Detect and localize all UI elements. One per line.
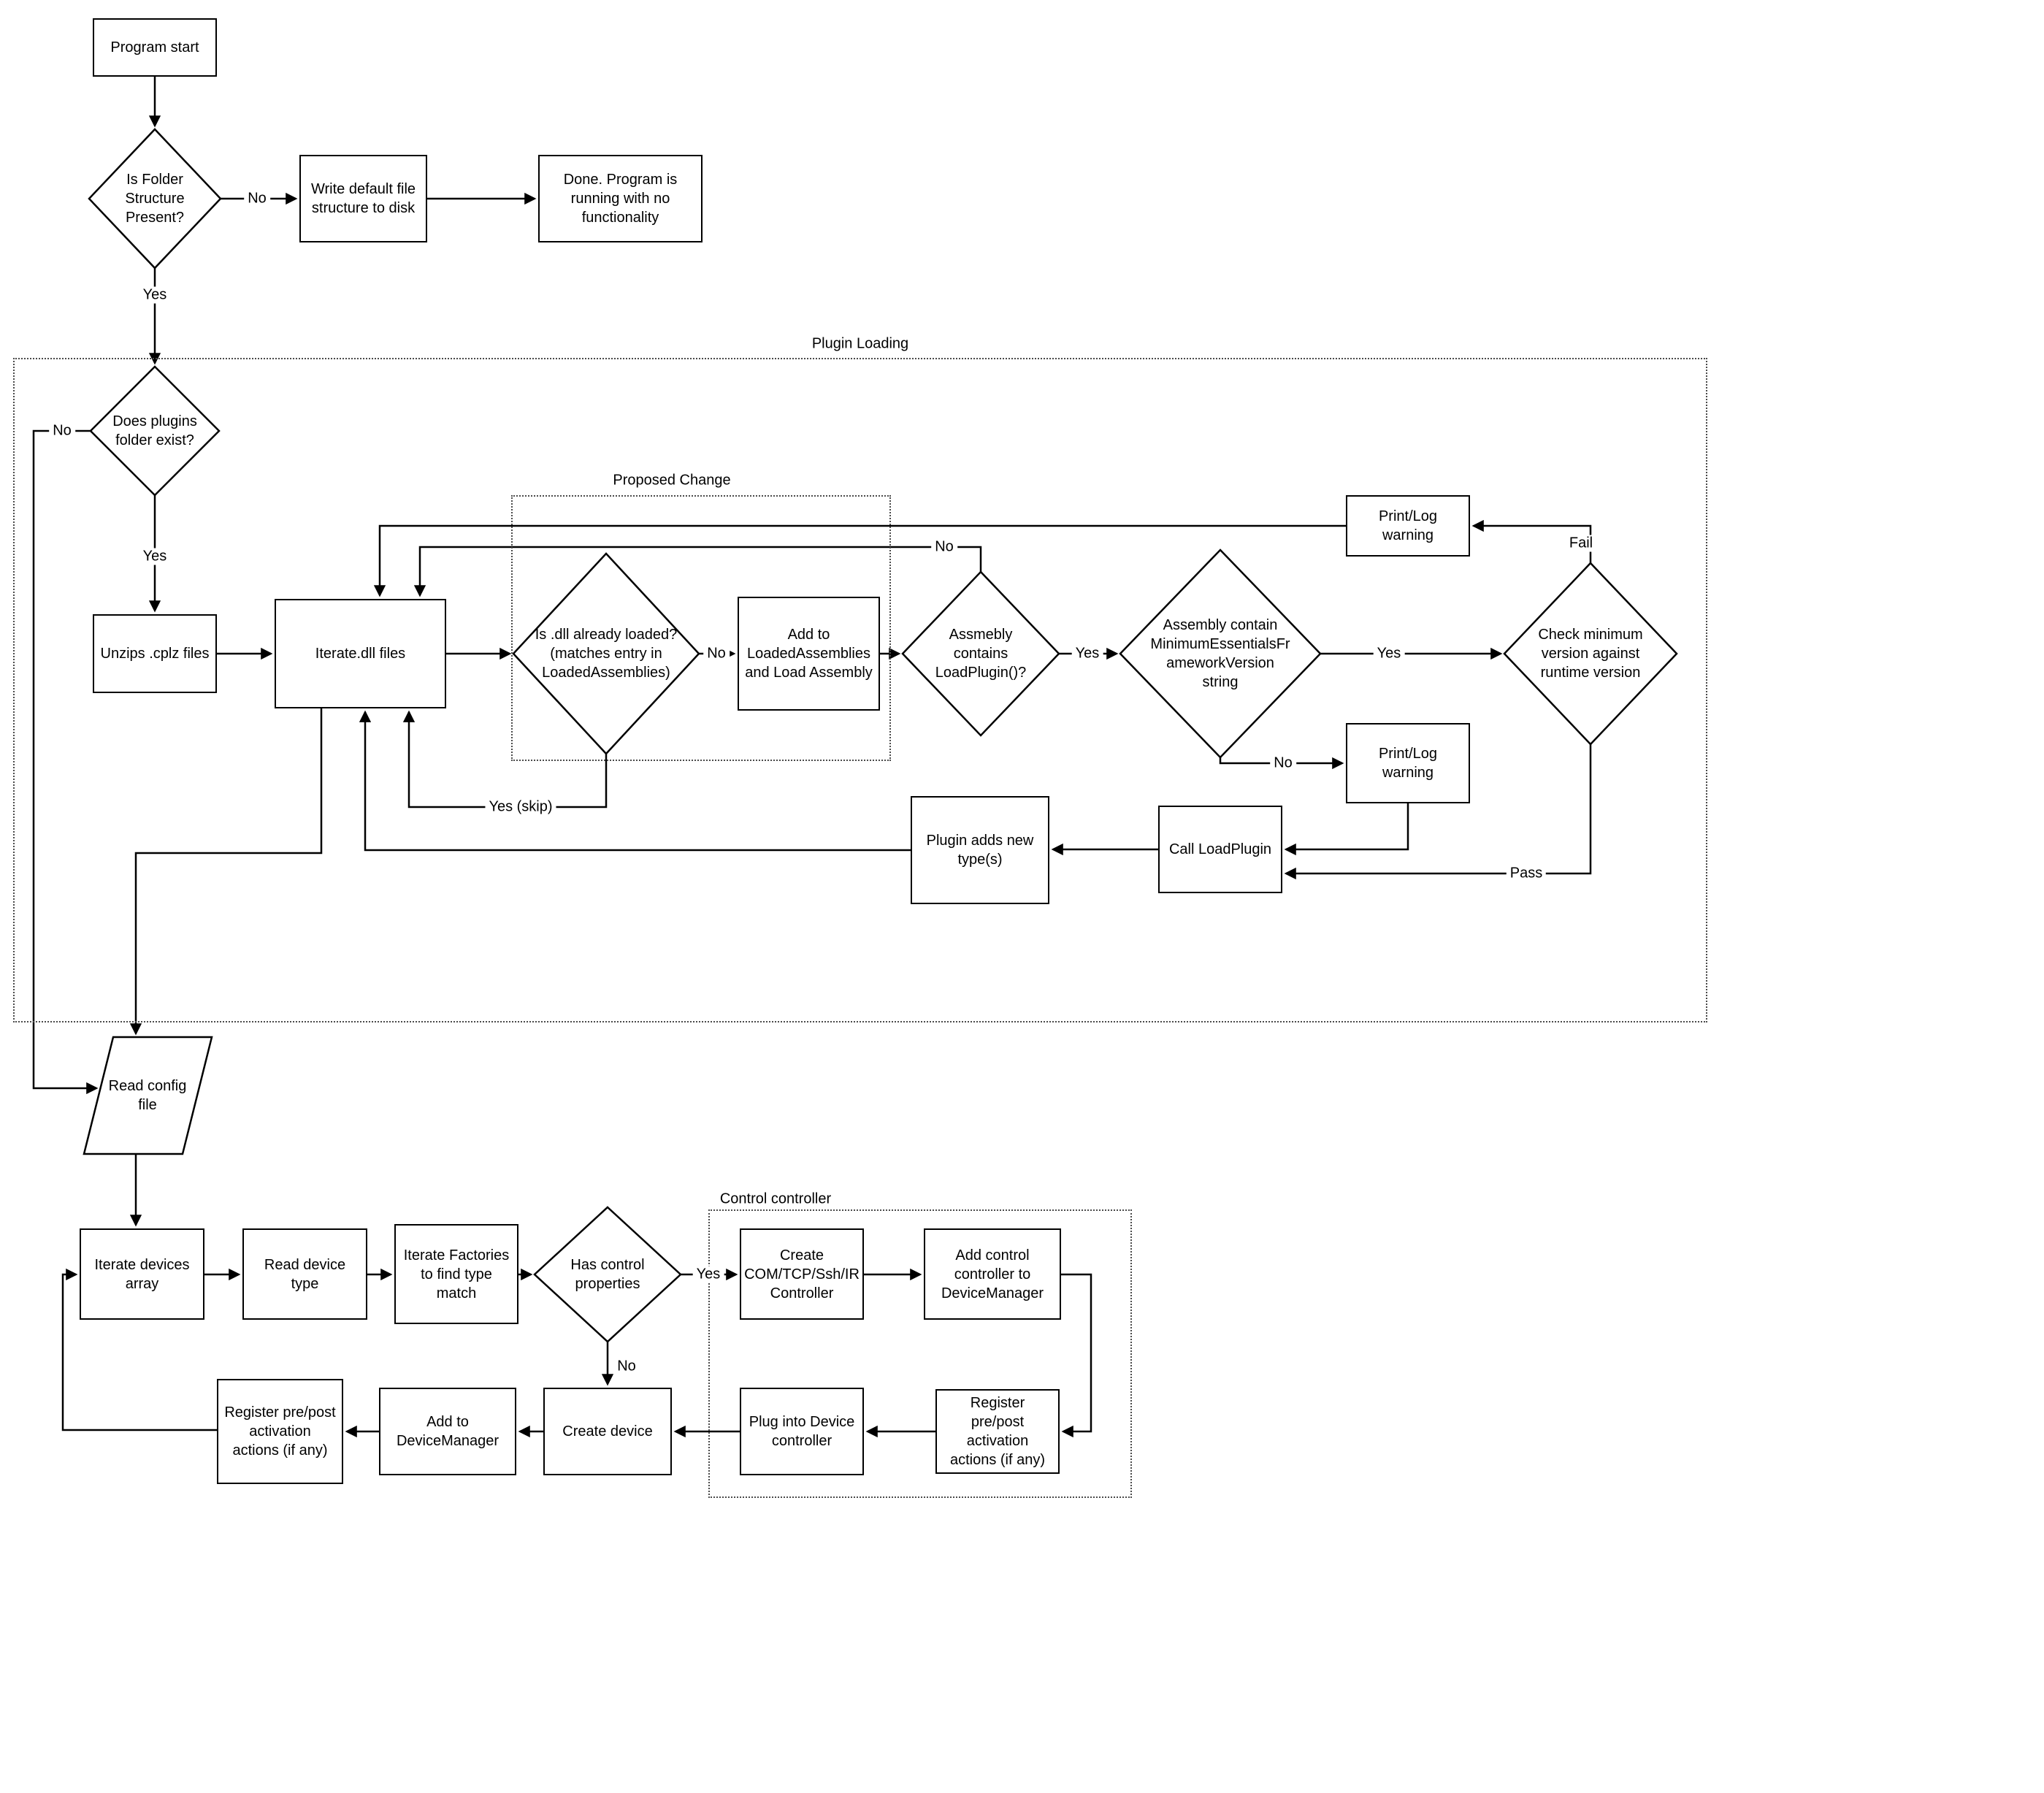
edge-label-folder-no: No: [244, 190, 270, 207]
node-printlog-warning-bottom-label: Print/Log warning: [1378, 746, 1438, 781]
node-create-controller: Create COM/TCP/Ssh/IR Controller: [740, 1228, 864, 1320]
node-iterate-devices-array: Iterate devices array: [80, 1228, 204, 1320]
decision-is-dll-loaded: [512, 552, 700, 755]
node-add-control-controller-label: Add control controller to DeviceManager: [941, 1247, 1044, 1301]
decision-is-folder-structure-label: Is Folder Structure Present?: [125, 172, 185, 226]
edge-label-check-fail: Fail: [1565, 535, 1597, 552]
decision-assembly-contains-minversion: [1119, 548, 1322, 759]
container-label-control-controller: Control controller: [715, 1190, 836, 1208]
decision-assembly-contains-minversion-label: Assembly contain MinimumEssentialsFramew…: [1150, 617, 1290, 690]
decision-assembly-contains-loadplugin: [901, 570, 1060, 737]
edge-label-minversion-no: No: [1270, 754, 1296, 772]
node-add-to-devicemanager-label: Add to DeviceManager: [396, 1414, 499, 1449]
node-iterate-factories-label: Iterate Factories to find type match: [403, 1247, 510, 1301]
decision-has-control-properties-label: Has control properties: [570, 1257, 645, 1292]
node-plugin-adds-types: Plugin adds new type(s): [911, 796, 1049, 904]
io-read-config-file: [83, 1036, 213, 1155]
decision-is-dll-loaded-label: Is .dll already loaded? (matches entry i…: [535, 627, 678, 681]
edge-pluginadds-return-to-iterate: [359, 710, 911, 852]
edge-iterate-to-readconfig: [129, 708, 323, 1036]
io-read-config-file-label: Read config file: [108, 1078, 187, 1113]
edge-label-plugins-yes: Yes: [139, 548, 171, 565]
node-program-start: Program start: [93, 18, 217, 77]
node-plug-into-device-controller-label: Plug into Device controller: [749, 1414, 855, 1449]
node-read-device-type-label: Read device type: [264, 1256, 346, 1292]
edge-label-folder-yes: Yes: [139, 286, 171, 304]
node-printlog-warning-top: Print/Log warning: [1346, 495, 1470, 557]
node-register-prepost-right-label: Register pre/post activation actions (if…: [949, 1395, 1046, 1468]
node-add-to-loaded-assemblies: Add to LoadedAssemblies and Load Assembl…: [738, 597, 880, 711]
node-call-loadplugin-label: Call LoadPlugin: [1168, 841, 1272, 857]
edge-label-loaded-yes-skip: Yes (skip): [485, 798, 556, 816]
node-call-loadplugin: Call LoadPlugin: [1158, 806, 1282, 893]
decision-check-min-version: [1503, 562, 1678, 746]
edge-label-control-no: No: [613, 1358, 640, 1375]
node-add-control-controller: Add control controller to DeviceManager: [924, 1228, 1061, 1320]
node-add-to-loaded-assemblies-label: Add to LoadedAssemblies and Load Assembl…: [745, 627, 873, 681]
container-proposed-change: [511, 495, 891, 761]
edge-label-loaded-no: No: [703, 645, 730, 662]
edge-registerleft-return-to-devices: [61, 1268, 217, 1431]
edge-fail-return-to-iterate: [373, 524, 1346, 597]
node-iterate-dll-files-label: Iterate.dll files: [315, 646, 406, 662]
node-create-device: Create device: [543, 1388, 672, 1475]
node-done-no-functionality: Done. Program is running with no functio…: [538, 155, 703, 242]
decision-is-folder-structure: [88, 128, 222, 269]
node-done-no-functionality-label: Done. Program is running with no functio…: [563, 172, 678, 226]
node-register-prepost-right: Register pre/post activation actions (if…: [935, 1389, 1060, 1474]
node-iterate-dll-files: Iterate.dll files: [275, 599, 446, 708]
node-plug-into-device-controller: Plug into Device controller: [740, 1388, 864, 1475]
container-plugin-loading: [13, 358, 1707, 1022]
node-register-prepost-left: Register pre/post activation actions (if…: [217, 1379, 343, 1484]
edge-label-minversion-yes: Yes: [1373, 645, 1405, 662]
edge-label-loadplugin-yes: Yes: [1071, 645, 1103, 662]
decision-assembly-contains-loadplugin-label: Assmebly contains LoadPlugin()?: [935, 627, 1027, 681]
node-write-default-structure-label: Write default file structure to disk: [310, 181, 416, 216]
shapes-group: [83, 128, 1678, 1343]
edge-label-check-pass: Pass: [1506, 865, 1547, 882]
container-label-proposed-change: Proposed Change: [608, 472, 735, 489]
edge-loadplugin-no-return: [413, 546, 982, 597]
edge-printlog-bottom-to-call: [1284, 803, 1409, 856]
node-create-controller-label: Create COM/TCP/Ssh/IR Controller: [744, 1247, 860, 1301]
container-control-controller: [708, 1209, 1132, 1498]
decision-has-control-properties: [533, 1206, 682, 1343]
edge-minversion-no: [1219, 757, 1344, 770]
node-plugin-adds-types-label: Plugin adds new type(s): [926, 833, 1034, 868]
node-iterate-devices-array-label: Iterate devices array: [94, 1256, 190, 1292]
container-label-plugin-loading: Plugin Loading: [807, 335, 914, 353]
node-add-to-devicemanager: Add to DeviceManager: [379, 1388, 516, 1475]
node-write-default-structure: Write default file structure to disk: [299, 155, 427, 242]
edge-label-loadplugin-no: No: [931, 538, 957, 556]
decision-does-plugins-folder-exist-label: Does plugins folder exist?: [112, 413, 197, 448]
edge-check-pass: [1284, 744, 1592, 880]
edge-addcontrol-to-register: [1061, 1273, 1092, 1438]
node-iterate-factories: Iterate Factories to find type match: [394, 1224, 518, 1324]
edge-label-control-yes: Yes: [692, 1266, 724, 1283]
node-printlog-warning-bottom: Print/Log warning: [1346, 723, 1470, 803]
decision-check-min-version-label: Check minimum version against runtime ve…: [1538, 627, 1643, 681]
node-create-device-label: Create device: [562, 1423, 653, 1440]
node-register-prepost-left-label: Register pre/post activation actions (if…: [224, 1404, 336, 1459]
edge-label-plugins-no: No: [49, 422, 75, 440]
node-printlog-warning-top-label: Print/Log warning: [1378, 508, 1438, 543]
decision-does-plugins-folder-exist: [89, 365, 221, 497]
node-read-device-type: Read device type: [242, 1228, 367, 1320]
node-unzips-cplz-label: Unzips .cplz files: [100, 646, 210, 662]
node-program-start-label: Program start: [110, 39, 199, 56]
node-unzips-cplz: Unzips .cplz files: [93, 614, 217, 693]
